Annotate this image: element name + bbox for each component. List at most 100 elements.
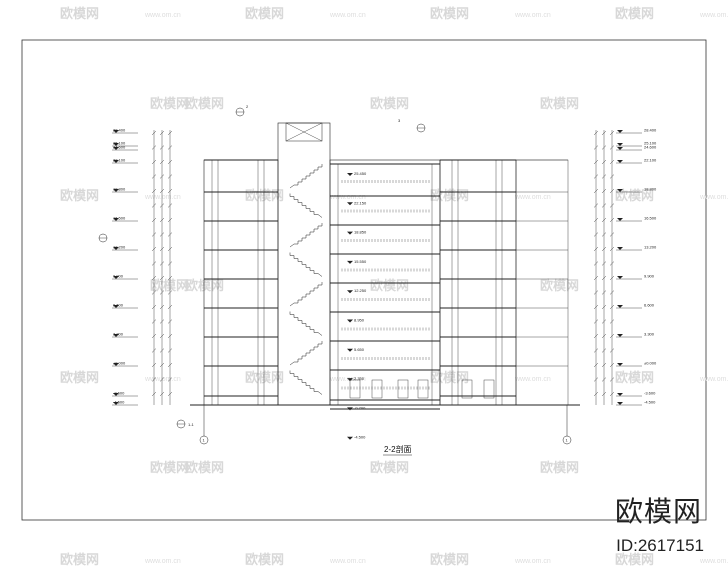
dimension-tick xyxy=(167,290,173,295)
level-marker xyxy=(347,436,353,440)
watermark-site: www.om.cn xyxy=(514,12,551,19)
dimension-tick xyxy=(151,319,157,324)
dimension-tick xyxy=(167,232,173,237)
dimension-tick xyxy=(593,304,599,310)
level-label: 22.100 xyxy=(113,158,126,163)
dimension-tick xyxy=(609,319,615,324)
dimension-tick xyxy=(151,217,157,223)
asset-id: ID:2617151 xyxy=(616,536,704,555)
dimension-tick xyxy=(151,362,157,368)
dimension-tick xyxy=(151,304,157,310)
dimension-tick xyxy=(151,290,157,295)
dimension-tick xyxy=(609,304,615,310)
level-label: 3.300 xyxy=(644,332,655,337)
dimension-tick xyxy=(159,348,165,353)
watermark-site: www.om.cn xyxy=(329,376,366,383)
dimension-tick xyxy=(601,159,607,165)
dimension-tick xyxy=(167,188,173,194)
dimension-tick xyxy=(159,159,165,165)
watermark-text: 欧模网 xyxy=(245,6,284,21)
basement-door xyxy=(483,379,495,399)
dimension-tick xyxy=(609,145,615,150)
level-label: ±0.000 xyxy=(644,361,657,366)
level-marker xyxy=(347,260,353,264)
dimension-tick xyxy=(167,319,173,324)
level-label: 6.600 xyxy=(644,303,655,308)
watermark-text: 欧模网 xyxy=(60,6,99,21)
stair-flight xyxy=(289,193,323,218)
svg-text:1-1: 1-1 xyxy=(188,422,195,427)
corridor-level-label: 2.350 xyxy=(354,376,365,381)
level-marker xyxy=(113,305,119,308)
level-marker xyxy=(113,402,119,405)
dimension-tick xyxy=(593,319,599,324)
dimension-tick xyxy=(167,159,173,165)
dimension-tick xyxy=(593,290,599,295)
dimension-tick xyxy=(159,333,165,339)
stair-flight xyxy=(289,252,323,277)
level-label: -4.500 xyxy=(644,400,656,405)
stair-flight xyxy=(289,370,323,395)
watermark-text: 欧模网 xyxy=(185,96,224,111)
corridor-level-label: 22.150 xyxy=(354,200,367,205)
watermark-text: 欧模网 xyxy=(430,6,469,21)
stair-flight xyxy=(289,311,323,336)
dimension-tick xyxy=(151,333,157,339)
basement-door xyxy=(417,379,429,399)
dimension-tick xyxy=(159,188,165,194)
level-marker xyxy=(617,305,623,308)
dimension-tick xyxy=(601,391,607,397)
dimension-tick xyxy=(601,145,607,150)
dimension-tick xyxy=(151,130,157,136)
level-marker xyxy=(113,130,119,133)
dimension-tick xyxy=(601,130,607,136)
dimension-tick xyxy=(609,290,615,295)
level-label: 22.100 xyxy=(644,158,657,163)
dimension-tick xyxy=(167,275,173,281)
drawing-frame xyxy=(21,39,707,521)
level-marker xyxy=(113,189,119,192)
basement-door xyxy=(397,379,409,399)
watermark-text: 欧模网 xyxy=(430,552,469,567)
dimension-tick xyxy=(159,130,165,136)
basement-door xyxy=(371,379,383,399)
dimension-tick xyxy=(601,246,607,252)
watermark-text: 欧模网 xyxy=(60,188,99,203)
level-marker xyxy=(347,378,353,382)
level-label: 28.400 xyxy=(644,128,657,133)
level-marker xyxy=(617,363,623,366)
dimension-tick xyxy=(601,217,607,223)
watermark-text: 欧模网 xyxy=(540,460,579,475)
level-label: 24.600 xyxy=(644,145,657,150)
dimension-tick xyxy=(151,174,157,179)
level-marker xyxy=(113,218,119,221)
dimension-tick xyxy=(159,174,165,179)
watermark-site: www.om.cn xyxy=(329,12,366,19)
watermark-text: 欧模网 xyxy=(185,278,224,293)
level-marker xyxy=(347,348,353,352)
dimension-tick xyxy=(609,333,615,339)
level-label: 13.200 xyxy=(113,245,126,250)
level-marker xyxy=(347,202,353,206)
dimension-tick xyxy=(593,275,599,281)
dimension-tick xyxy=(167,246,173,252)
dimension-tick xyxy=(151,348,157,353)
section-ref-left xyxy=(98,233,108,243)
dimension-tick xyxy=(601,319,607,324)
dimension-tick xyxy=(601,304,607,310)
watermark-site: www.om.cn xyxy=(144,558,181,565)
dimension-tick xyxy=(609,246,615,252)
dimension-tick xyxy=(609,203,615,208)
dimension-tick xyxy=(593,174,599,179)
dimension-tick xyxy=(159,304,165,310)
dimension-tick xyxy=(609,130,615,136)
dimension-tick xyxy=(601,203,607,208)
watermark-layer: 欧模网 www.om.cn 欧模网 www.om.cn 欧模网 www.om.cn 欧模网 w… xyxy=(60,6,728,567)
dimension-tick xyxy=(167,333,173,339)
dimension-tick xyxy=(151,391,157,397)
dimension-tick xyxy=(609,174,615,179)
watermark-site: www.om.cn xyxy=(699,12,728,19)
watermark-site: www.om.cn xyxy=(144,194,181,201)
level-marker xyxy=(617,402,623,405)
